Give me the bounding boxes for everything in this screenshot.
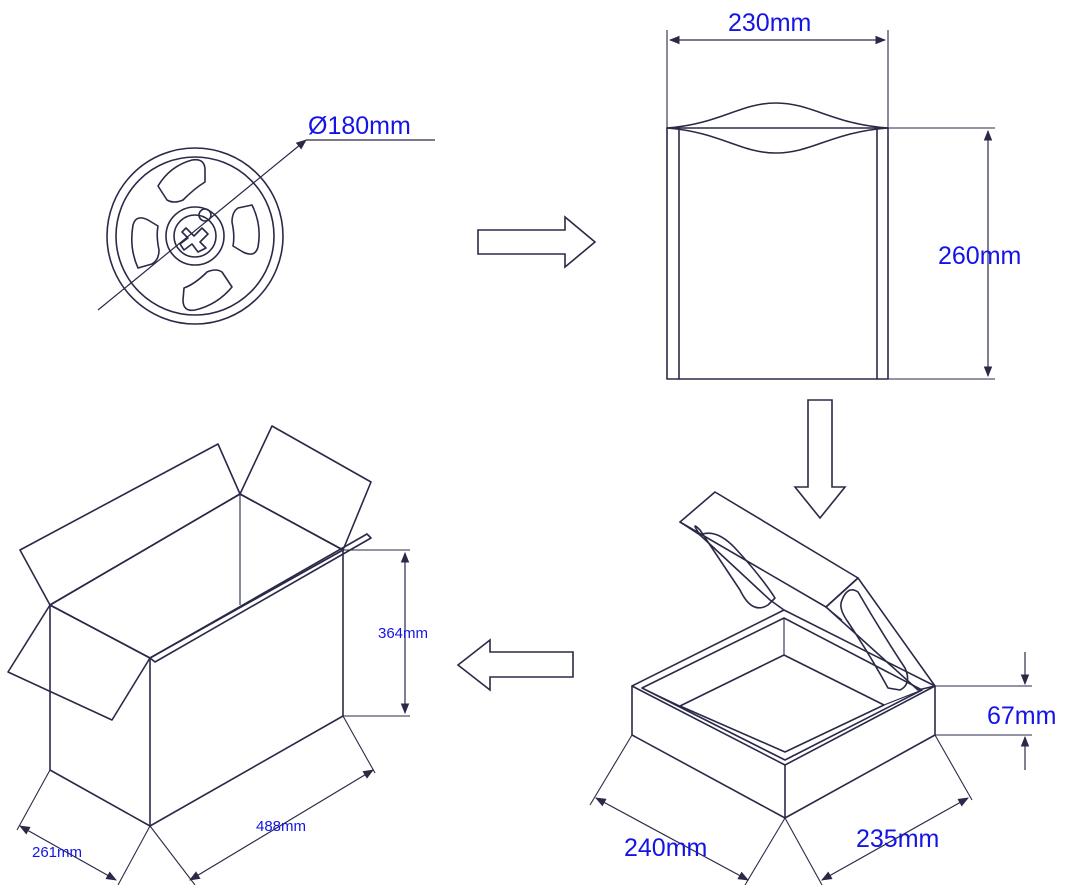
- arrow-left-icon: [456, 638, 574, 692]
- bag-drawing: [666, 30, 995, 380]
- box-height-label: 67mm: [987, 702, 1056, 730]
- box-depth-label: 235mm: [856, 825, 939, 853]
- carton-height-label: 364mm: [378, 625, 428, 642]
- arrow-down-icon: [793, 399, 847, 520]
- arrow-right-icon: [477, 215, 597, 269]
- carton-length-label: 488mm: [256, 818, 306, 835]
- bag-height-label: 260mm: [938, 242, 1021, 270]
- carton-drawing: [7, 425, 410, 885]
- box-drawing: [589, 491, 1032, 885]
- carton-width-label: 261mm: [32, 844, 82, 861]
- reel-diameter-label: Ø180mm: [308, 112, 411, 140]
- box-width-label: 240mm: [624, 834, 707, 862]
- bag-width-label: 230mm: [728, 9, 811, 37]
- reel-drawing: [97, 139, 435, 325]
